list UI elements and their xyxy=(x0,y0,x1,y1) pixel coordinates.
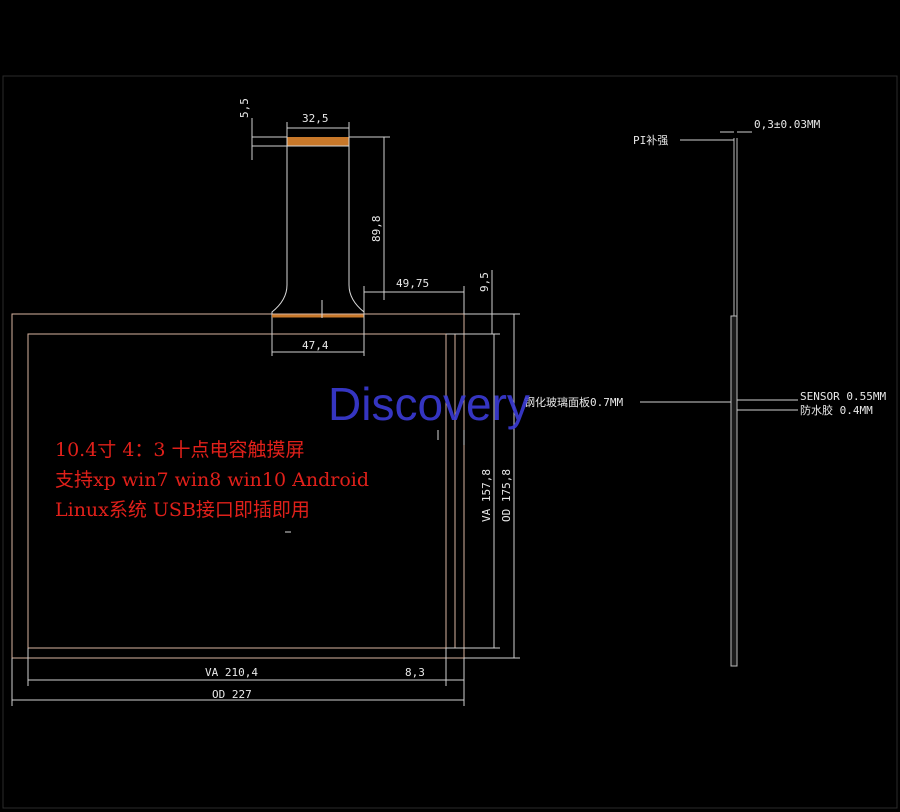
dim-cable-base-label: 47,4 xyxy=(302,339,329,352)
dim-top-margin-label: 9,5 xyxy=(478,272,491,292)
dim-va-width-label: VA 210,4 xyxy=(205,666,258,679)
od-outline xyxy=(11,313,465,659)
side-view xyxy=(730,138,738,667)
description-line-2: 支持xp win7 win8 win10 Android xyxy=(55,469,369,491)
glass-callout: 钢化玻璃面板0.7MM xyxy=(524,395,731,409)
touch-panel-front-view xyxy=(11,313,465,659)
dim-va-height-label: VA 157,8 xyxy=(480,469,493,522)
dim-va-width: VA 210,4 8,3 xyxy=(27,648,465,706)
va-outline xyxy=(27,333,447,649)
pi-stiffener-label: PI补强 xyxy=(633,134,668,147)
dim-cable-tab-label: 5,5 xyxy=(238,98,251,118)
glass-label: 钢化玻璃面板0.7MM xyxy=(524,395,623,409)
drawing-border xyxy=(2,75,898,809)
dim-top-margin: 9,5 xyxy=(446,270,500,335)
dim-va-height: VA 157,8 xyxy=(446,334,500,649)
dim-cable-length-label: 89,8 xyxy=(370,216,383,243)
dim-cable-length: 89,8 xyxy=(349,136,390,300)
dim-connector-width: 32,5 xyxy=(286,112,350,137)
dim-cable-offset-label: 49,75 xyxy=(396,277,429,290)
watermark: Discovery xyxy=(328,378,530,430)
dim-od-width-label: OD 227 xyxy=(212,688,252,701)
side-view-glass xyxy=(730,315,738,667)
description-line-1: 10.4寸 4：3 十点电容触摸屏 xyxy=(55,439,305,461)
fpc-connector xyxy=(287,137,349,146)
description-line-3: Linux系统 USB接口即插即用 xyxy=(55,499,310,521)
fpc-cable xyxy=(271,137,365,318)
pi-stiffener-callout: PI补强 0,3±0.03MM xyxy=(633,118,821,147)
dim-od-height: OD 175,8 xyxy=(464,313,520,659)
dim-cable-offset: 49,75 xyxy=(363,277,465,318)
dim-cable-base: 47,4 xyxy=(271,318,365,356)
fpc-cable-outline xyxy=(271,137,365,318)
dim-od-height-label: OD 175,8 xyxy=(500,469,513,522)
dim-od-width: OD 227 xyxy=(11,658,464,706)
sensor-label: SENSOR 0.55MM xyxy=(800,390,886,403)
dim-cable-tab: 5,5 xyxy=(238,98,287,160)
dim-right-margin-label: 8,3 xyxy=(405,666,425,679)
adhesive-label: 防水胶 0.4MM xyxy=(800,403,873,417)
pi-thickness-label: 0,3±0.03MM xyxy=(754,118,821,131)
sensor-callout: SENSOR 0.55MM 防水胶 0.4MM xyxy=(737,390,886,417)
dim-connector-width-label: 32,5 xyxy=(302,112,329,125)
